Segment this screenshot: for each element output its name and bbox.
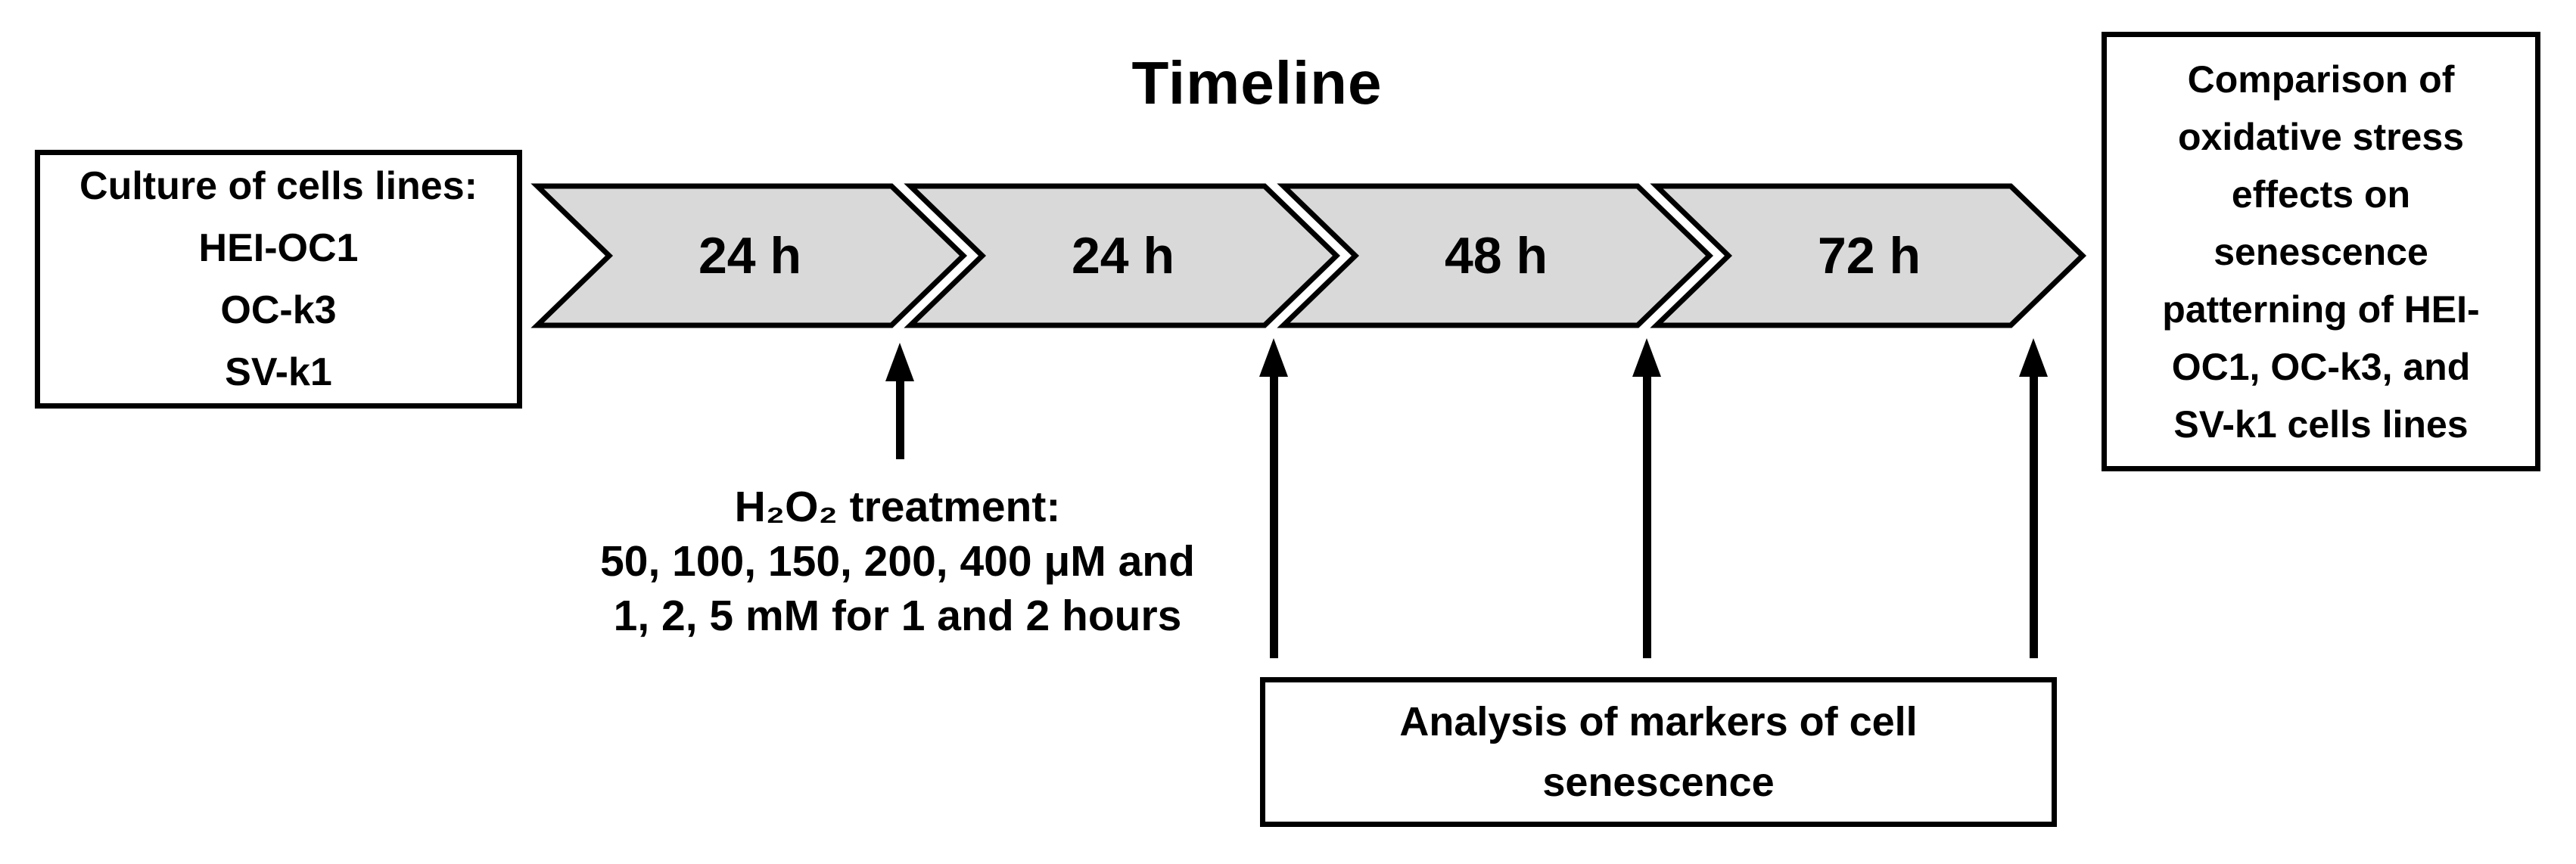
h2o2-treatment-note: H₂O₂ treatment: 50, 100, 150, 200, 400 μ… [542,480,1253,643]
culture-box-line: HEI-OC1 [198,226,359,270]
comparison-box-line: OC1, OC-k3, and [2171,345,2471,388]
diagram-title: Timeline [1131,49,1383,117]
comparison-box-line: SV-k1 cells lines [2173,402,2469,446]
comparison-box-line: senescence [2214,230,2428,273]
chevron-label-3: 48 h [1444,227,1548,284]
culture-box-line: SV-k1 [225,350,332,394]
h2o2-note-line: 1, 2, 5 mM for 1 and 2 hours [613,592,1182,640]
comparison-box-line: patterning of HEI- [2162,287,2480,331]
h2o2-note-line: 50, 100, 150, 200, 400 μM and [600,537,1195,586]
analysis-box-line: Analysis of markers of cell [1399,699,1918,744]
chevron-step-3 [1277,183,1714,328]
analysis-box: Analysis of markers of cell senescence [1260,677,2057,827]
culture-box-line: OC-k3 [220,288,337,332]
comparison-box: Comparison of oxidative stress effects o… [2102,32,2540,471]
treatment-arrow-icon [885,343,914,459]
chevron-label-2: 24 h [1071,227,1175,284]
analysis-arrow-1-icon [1259,338,1288,658]
chevron-label-1: 24 h [698,227,802,284]
chevron-step-4 [1650,183,2087,328]
analysis-arrow-2-icon [1632,338,1661,658]
chevron-step-2 [904,183,1341,328]
culture-box-line: Culture of cells lines: [79,164,478,208]
chevron-label-4: 72 h [1817,227,1921,284]
comparison-box-line: Comparison of [2187,57,2455,101]
analysis-arrow-3-icon [2019,338,2048,658]
h2o2-note-line: H₂O₂ treatment: [734,483,1061,531]
chevron-step-1 [530,183,968,328]
comparison-box-line: effects on [2231,172,2411,216]
analysis-box-line: senescence [1542,760,1775,805]
culture-box: Culture of cells lines: HEI-OC1 OC-k3 SV… [35,150,522,409]
comparison-box-line: oxidative stress [2178,115,2464,158]
